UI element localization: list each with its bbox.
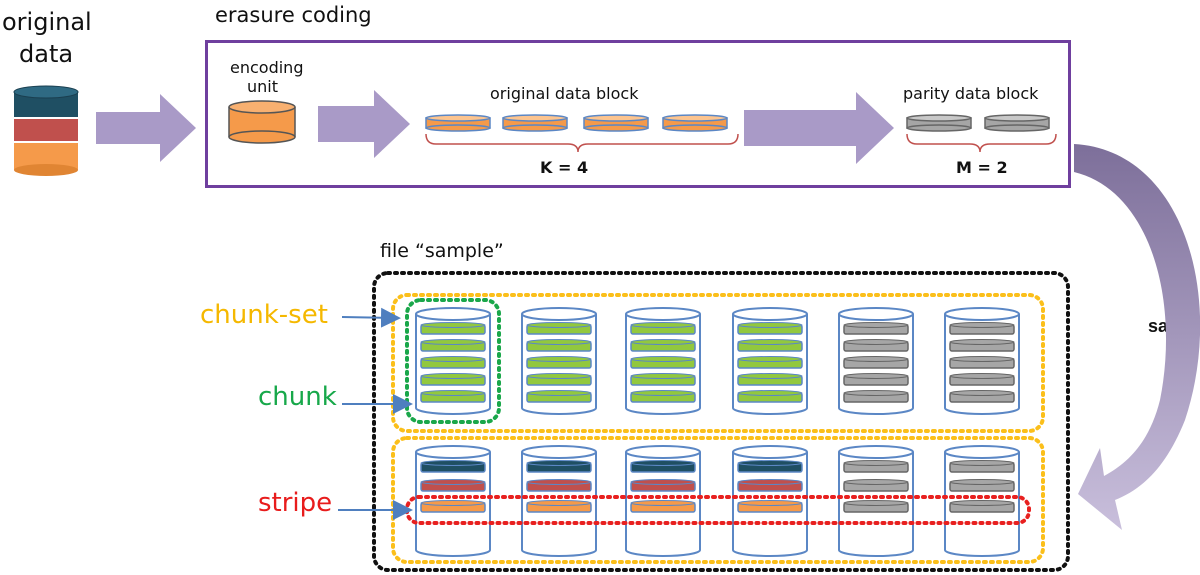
original-data-block-3 [583, 114, 649, 132]
chunk-set-1-cylinder-2 [521, 307, 597, 415]
chunk-set-2-cylinder-6 [944, 445, 1020, 557]
k-equals-label: K = 4 [540, 158, 589, 177]
erasure-coding-box [205, 40, 1071, 188]
encoding-unit-cylinder [228, 100, 296, 144]
chunk-set-1-cylinder-3 [625, 307, 701, 415]
chunk-set-1-cylinder-1 [415, 307, 491, 415]
file-boundary [372, 271, 1070, 572]
legend-stripe: stripe [258, 488, 333, 518]
original-data-title-line2: data [19, 40, 74, 68]
parity-block-1 [906, 114, 972, 132]
write-arrow [96, 94, 196, 162]
legend-chunk-set: chunk-set [200, 300, 328, 330]
chunk-set-2-cylinder-4 [732, 445, 808, 557]
chunk-set-2-cylinder-5 [838, 445, 914, 557]
legend-chunk: chunk [258, 382, 337, 412]
chunk-set-2-cylinder-3 [625, 445, 701, 557]
original-data-block-2 [502, 114, 568, 132]
m-brace [906, 133, 1057, 153]
parity-data-blocks [906, 114, 1050, 132]
original-data-block-4 [662, 114, 728, 132]
save-arrow [1074, 144, 1200, 530]
original-data-cylinder [13, 85, 79, 176]
stripe-highlight-box [405, 495, 1031, 525]
chunk-highlight-box [405, 298, 501, 424]
file-cylinders [415, 307, 1020, 557]
chunk-set-box-2 [391, 436, 1045, 564]
m-equals-label: M = 2 [956, 158, 1008, 177]
original-data-title-line1: original [2, 8, 92, 36]
chunk-set-2-cylinder-2 [521, 445, 597, 557]
file-sample-title: file “sample” [380, 240, 504, 262]
split-arrow [318, 90, 410, 158]
original-data-block-1 [425, 114, 491, 132]
k-brace [425, 133, 739, 153]
original-data-blocks [425, 114, 728, 132]
erasure-coding-title: erasure coding [215, 3, 372, 27]
encoding-unit-label-line1: encoding [230, 58, 304, 77]
chunk-set-1-cylinder-5 [838, 307, 914, 415]
chunk-set-1-cylinder-4 [732, 307, 808, 415]
chunk-set-box-1 [391, 293, 1045, 433]
chunk-set-pointer [341, 307, 401, 328]
encoding-unit-label-line2: unit [247, 77, 278, 96]
parity-block-2 [984, 114, 1050, 132]
original-data-block-label: original data block [490, 84, 639, 103]
encoding-arrow [744, 92, 894, 164]
chunk-set-1-cylinder-6 [944, 307, 1020, 415]
parity-data-block-label: parity data block [903, 84, 1039, 103]
chunk-set-2-cylinder-1 [415, 445, 491, 557]
